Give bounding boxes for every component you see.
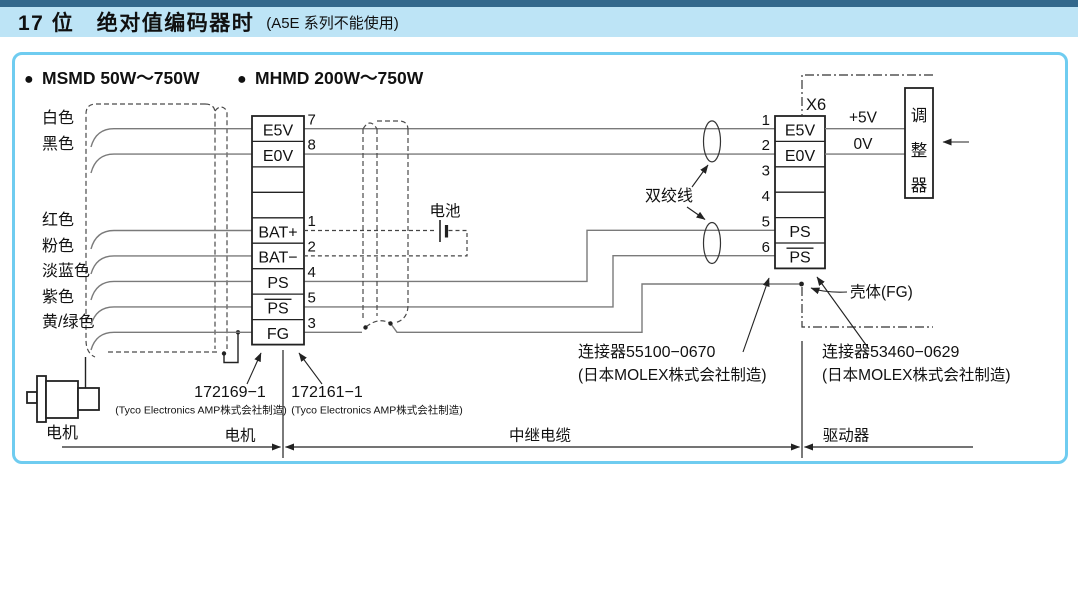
page-title: 17 位 绝对值编码器时 <box>18 12 255 35</box>
regulator: +5V 0V 调 整 器 <box>825 87 969 199</box>
wire-color-pink: 粉色 <box>42 237 74 255</box>
connector-53460-part: 连接器53460−0629 <box>822 343 960 361</box>
amp-172169-leader <box>246 352 262 385</box>
enc-cell-psbar: PS <box>267 301 288 318</box>
twisted-pair-ellipse-bottom <box>702 221 722 265</box>
wire-purple-psb <box>90 306 252 326</box>
bullet-icon: ● <box>24 71 34 88</box>
encoder-connector: E5V E0V BAT+ BAT− PS PS FG 7 8 1 2 4 5 3 <box>251 111 316 346</box>
connector-55100-part: 连接器55100−0670 <box>578 343 716 361</box>
page-title-note: (A5E 系列不能使用) <box>266 14 399 32</box>
section-driver-label: 驱动器 <box>823 427 870 445</box>
x6-cell-e0v: E0V <box>785 148 816 165</box>
amp-172161-part: 172161−1 <box>291 384 363 401</box>
shell-fg-label: 壳体(FG) <box>850 283 913 301</box>
enc-cell-batp: BAT+ <box>258 224 297 241</box>
enc-pin-7: 7 <box>308 111 316 128</box>
amp-172161-leader <box>298 352 323 385</box>
enc-pin-2: 2 <box>308 239 316 256</box>
relay-cable-shield <box>362 120 409 330</box>
wire-lightblue-ps <box>90 280 252 301</box>
wire-ps-link <box>304 229 775 283</box>
wire-fg-shield-link <box>390 283 799 333</box>
model-msmd: MSMD 50W～750W <box>42 68 200 88</box>
amp-172161-maker: (Tyco Electronics AMP株式会社制造) <box>291 404 463 417</box>
regulator-char-1: 调 <box>911 106 928 125</box>
x6-pin-3: 3 <box>762 163 770 180</box>
wire-pink-batm <box>90 255 252 275</box>
wire-color-yellow-green: 黄/绿色 <box>42 313 94 331</box>
x6-pin-4: 4 <box>762 188 770 205</box>
battery-circuit: 电池 <box>304 202 468 257</box>
battery-label: 电池 <box>429 202 460 220</box>
wire-color-labels: 白色 黑色 红色 粉色 淡蓝色 紫色 黄/绿色 <box>42 109 94 331</box>
twisted-pair-arrow-down <box>686 206 706 220</box>
wire-yellowgreen-fg <box>90 331 252 351</box>
wires <box>90 127 799 351</box>
twisted-pair-arrow-up <box>691 164 709 188</box>
x6-pin-2: 2 <box>762 137 770 154</box>
connector-55100-leader <box>742 277 770 353</box>
x6-pin-1: 1 <box>762 112 770 129</box>
x6-label: X6 <box>806 96 826 114</box>
amp-callouts: 172169−1 (Tyco Electronics AMP株式会社制造) 17… <box>115 352 463 417</box>
connector-53460-leader <box>816 276 870 350</box>
enc-cell-fg: FG <box>267 326 289 343</box>
zerov-label: 0V <box>854 136 874 153</box>
shell-fg-leader <box>810 287 848 295</box>
wire-color-white: 白色 <box>42 109 74 127</box>
diagram-panel <box>12 52 1068 464</box>
section-motor-label: 电机 <box>224 427 256 445</box>
wire-color-black: 黑色 <box>42 135 74 153</box>
enc-cell-e5v: E5V <box>263 123 294 140</box>
enc-pin-5: 5 <box>308 289 316 306</box>
twisted-pair: 双绞线 <box>645 120 722 265</box>
model-mhmd: MHMD 200W～750W <box>255 68 424 88</box>
amp-172169-maker: (Tyco Electronics AMP株式会社制造) <box>115 404 287 417</box>
connector-53460-maker: (日本MOLEX株式会社制造) <box>822 366 1011 384</box>
shell-fg-callout: 壳体(FG) <box>810 283 913 301</box>
top-accent-strip <box>0 0 1078 7</box>
driver-boundary <box>799 74 933 328</box>
section-dimensions: 电机 中继电缆 驱动器 <box>62 341 973 458</box>
section-relay-cable-label: 中继电缆 <box>509 427 571 445</box>
wire-color-light-blue: 淡蓝色 <box>42 262 90 280</box>
amp-172169-part: 172169−1 <box>194 384 266 401</box>
twisted-pair-ellipse-top <box>702 120 722 163</box>
connector-55100-maker: (日本MOLEX株式会社制造) <box>578 366 767 384</box>
x6-cell-ps: PS <box>789 224 810 241</box>
x6-connector: X6 E5V E0V PS PS 1 2 3 4 5 6 <box>762 96 826 270</box>
plus5v-label: +5V <box>849 110 878 127</box>
wire-red-batp <box>90 229 252 250</box>
enc-pin-3: 3 <box>308 315 316 332</box>
title-bar: 17 位 绝对值编码器时 (A5E 系列不能使用) <box>0 7 1078 37</box>
enc-pin-1: 1 <box>308 213 316 230</box>
enc-cell-batm: BAT− <box>258 250 297 267</box>
enc-cell-e0v: E0V <box>263 148 294 165</box>
regulator-char-2: 整 <box>911 141 928 160</box>
bullet-icon: ● <box>237 71 247 88</box>
enc-cell-ps: PS <box>267 275 288 292</box>
twisted-pair-label: 双绞线 <box>645 187 693 205</box>
x6-pin-5: 5 <box>762 213 770 230</box>
motor-icon: 电机 <box>26 357 100 442</box>
enc-pin-4: 4 <box>308 264 316 281</box>
motor-label: 电机 <box>46 424 78 442</box>
enc-pin-8: 8 <box>308 137 316 154</box>
regulator-char-3: 器 <box>911 177 928 195</box>
wire-psbar-link <box>304 255 775 308</box>
x6-cell-psbar: PS <box>789 250 810 267</box>
x6-cell-e5v: E5V <box>785 123 816 140</box>
motor-cable-shield <box>85 103 241 364</box>
connector-callouts: 连接器55100−0670 (日本MOLEX株式会社制造) 连接器53460−0… <box>578 276 1011 384</box>
shell-fg-dot <box>799 281 804 287</box>
x6-pin-6: 6 <box>762 239 770 256</box>
model-legend: ● MSMD 50W～750W ● MHMD 200W～750W <box>24 68 424 88</box>
wire-black-e0v <box>90 153 252 174</box>
wire-white-e5v <box>90 127 252 148</box>
wire-color-purple: 紫色 <box>42 288 74 306</box>
wire-color-red: 红色 <box>42 211 74 229</box>
shield-to-fg-link <box>223 332 239 364</box>
